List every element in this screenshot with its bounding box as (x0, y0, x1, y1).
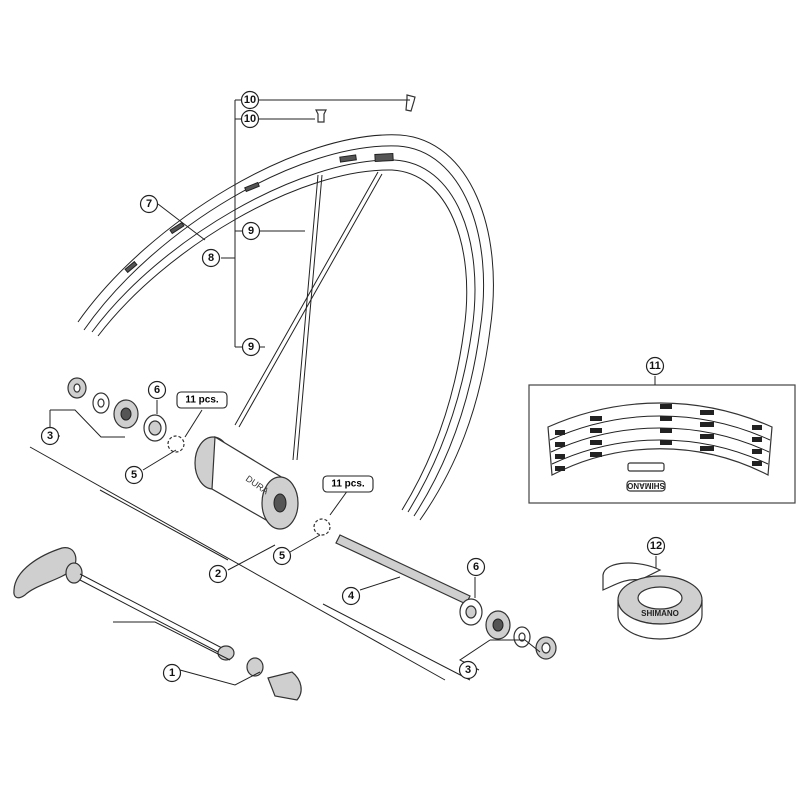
callout-label: 9 (248, 341, 254, 353)
nipple-2 (405, 94, 416, 112)
callout-10-lower: 10 (240, 109, 260, 129)
callout-10-upper: 10 (240, 90, 260, 110)
callout-label: 12 (650, 540, 662, 552)
left-bearing-parts (67, 377, 185, 453)
callout-5-right: 5 (272, 546, 292, 566)
leader-lines (29, 99, 657, 686)
callout-3-right: 3 (458, 660, 478, 680)
spokes-and-nipples (234, 94, 416, 461)
callout-8: 8 (201, 248, 221, 268)
callout-label: 10 (244, 94, 256, 106)
callout-3-left: 3 (40, 426, 60, 446)
callout-label: 3 (465, 664, 471, 676)
callout-2: 2 (208, 564, 228, 584)
nipple-1 (315, 109, 327, 123)
quantity-label-right: 11 pcs. (322, 475, 374, 493)
callout-label: 5 (131, 469, 137, 481)
callout-label: 6 (473, 561, 479, 573)
quantity-text: 11 pcs. (331, 479, 365, 490)
callout-9-lower: 9 (241, 337, 261, 357)
callout-label: 10 (244, 113, 256, 125)
callout-11: 11 (645, 356, 665, 376)
decal-logo: SHIMANO (627, 481, 665, 490)
callout-label: 6 (154, 384, 160, 396)
quantity-label-left: 11 pcs. (176, 391, 228, 409)
callout-1: 1 (162, 663, 182, 683)
callout-label: 1 (169, 667, 175, 679)
callout-9-upper: 9 (241, 221, 261, 241)
callout-label: 3 (47, 430, 53, 442)
quantity-text: 11 pcs. (185, 395, 219, 406)
callout-label: 9 (248, 225, 254, 237)
callout-4: 4 (341, 586, 361, 606)
callout-label: 11 (649, 360, 661, 372)
callout-12: 12 (646, 536, 666, 556)
quick-release-skewer (13, 547, 302, 701)
rim (77, 134, 494, 521)
callout-7: 7 (139, 194, 159, 214)
callout-label: 8 (208, 252, 214, 264)
rim-decal-stripes (124, 153, 394, 274)
hub-body: DURA (194, 435, 299, 530)
callout-6-right: 6 (466, 557, 486, 577)
rim-tape: SHIMANO (602, 562, 703, 640)
callout-5-left: 5 (124, 465, 144, 485)
decal-sheet: SHIMANO (528, 384, 796, 504)
callout-label: 7 (146, 198, 152, 210)
callout-6-left: 6 (147, 380, 167, 400)
rim-tape-logo: SHIMANO (641, 609, 679, 618)
callout-label: 4 (348, 590, 355, 602)
right-bearing-parts (313, 518, 557, 660)
callout-label: 5 (279, 550, 285, 562)
callout-label: 2 (215, 568, 221, 580)
